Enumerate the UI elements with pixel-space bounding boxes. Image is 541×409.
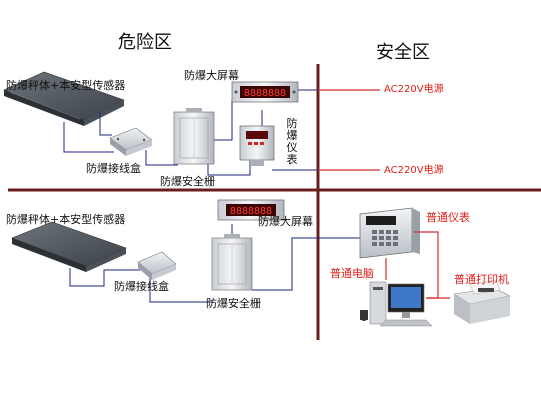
scale-platform-bottom bbox=[11, 221, 127, 272]
power-label-1: AC220V电源 bbox=[384, 84, 444, 95]
junction-box-bottom bbox=[137, 251, 177, 280]
ordinary-instrument-label: 普通仪表 bbox=[426, 211, 470, 224]
display-label-bottom: 防爆大屏幕 bbox=[258, 215, 313, 228]
explosion-proof-instrument bbox=[239, 125, 275, 166]
scale-label-top: 防爆秤体+本安型传感器 bbox=[6, 79, 126, 92]
junction-label-bottom: 防爆接线盒 bbox=[114, 280, 169, 293]
barrier-label-bottom: 防爆安全栅 bbox=[206, 297, 261, 310]
safety-barrier-top bbox=[173, 108, 215, 165]
wire-junction-barrier-top bbox=[145, 150, 178, 166]
wire-barrier-instrument-bottom bbox=[252, 237, 360, 291]
scale-platform-top bbox=[3, 71, 125, 126]
wire-barrier-display-top bbox=[214, 100, 233, 141]
wire-junction-barrier-bottom bbox=[149, 276, 212, 303]
safe-zone-title: 安全区 bbox=[376, 42, 430, 63]
ordinary-printer bbox=[453, 279, 511, 324]
wire-scale-junction-top-2 bbox=[99, 112, 112, 136]
junction-label-top: 防爆接线盒 bbox=[86, 162, 141, 175]
power-label-2: AC220V电源 bbox=[384, 165, 444, 176]
instrument-label-top: 防爆仪表 bbox=[286, 117, 298, 166]
ordinary-computer-label: 普通电脑 bbox=[330, 267, 374, 280]
wire-scale-junction-bottom bbox=[69, 268, 140, 287]
ordinary-printer-label: 普通打印机 bbox=[454, 273, 509, 286]
barrier-label-top: 防爆安全栅 bbox=[160, 175, 215, 188]
hazard-zone-title: 危险区 bbox=[118, 32, 172, 53]
large-display-bottom: 8888888 bbox=[217, 199, 285, 221]
wire-scale-junction-top bbox=[63, 122, 114, 153]
display-label-top: 防爆大屏幕 bbox=[184, 69, 239, 82]
junction-box-top bbox=[109, 127, 153, 156]
wire-barrier-instrument-top bbox=[207, 160, 251, 176]
display-readout-top: 8888888 bbox=[244, 88, 286, 99]
scale-label-bottom: 防爆秤体+本安型传感器 bbox=[6, 213, 126, 226]
display-readout-bottom: 8888888 bbox=[230, 206, 272, 217]
ordinary-instrument bbox=[359, 207, 420, 259]
large-display-top: 8888888 bbox=[231, 81, 299, 103]
ordinary-computer bbox=[360, 281, 433, 327]
safety-barrier-bottom bbox=[211, 234, 253, 291]
